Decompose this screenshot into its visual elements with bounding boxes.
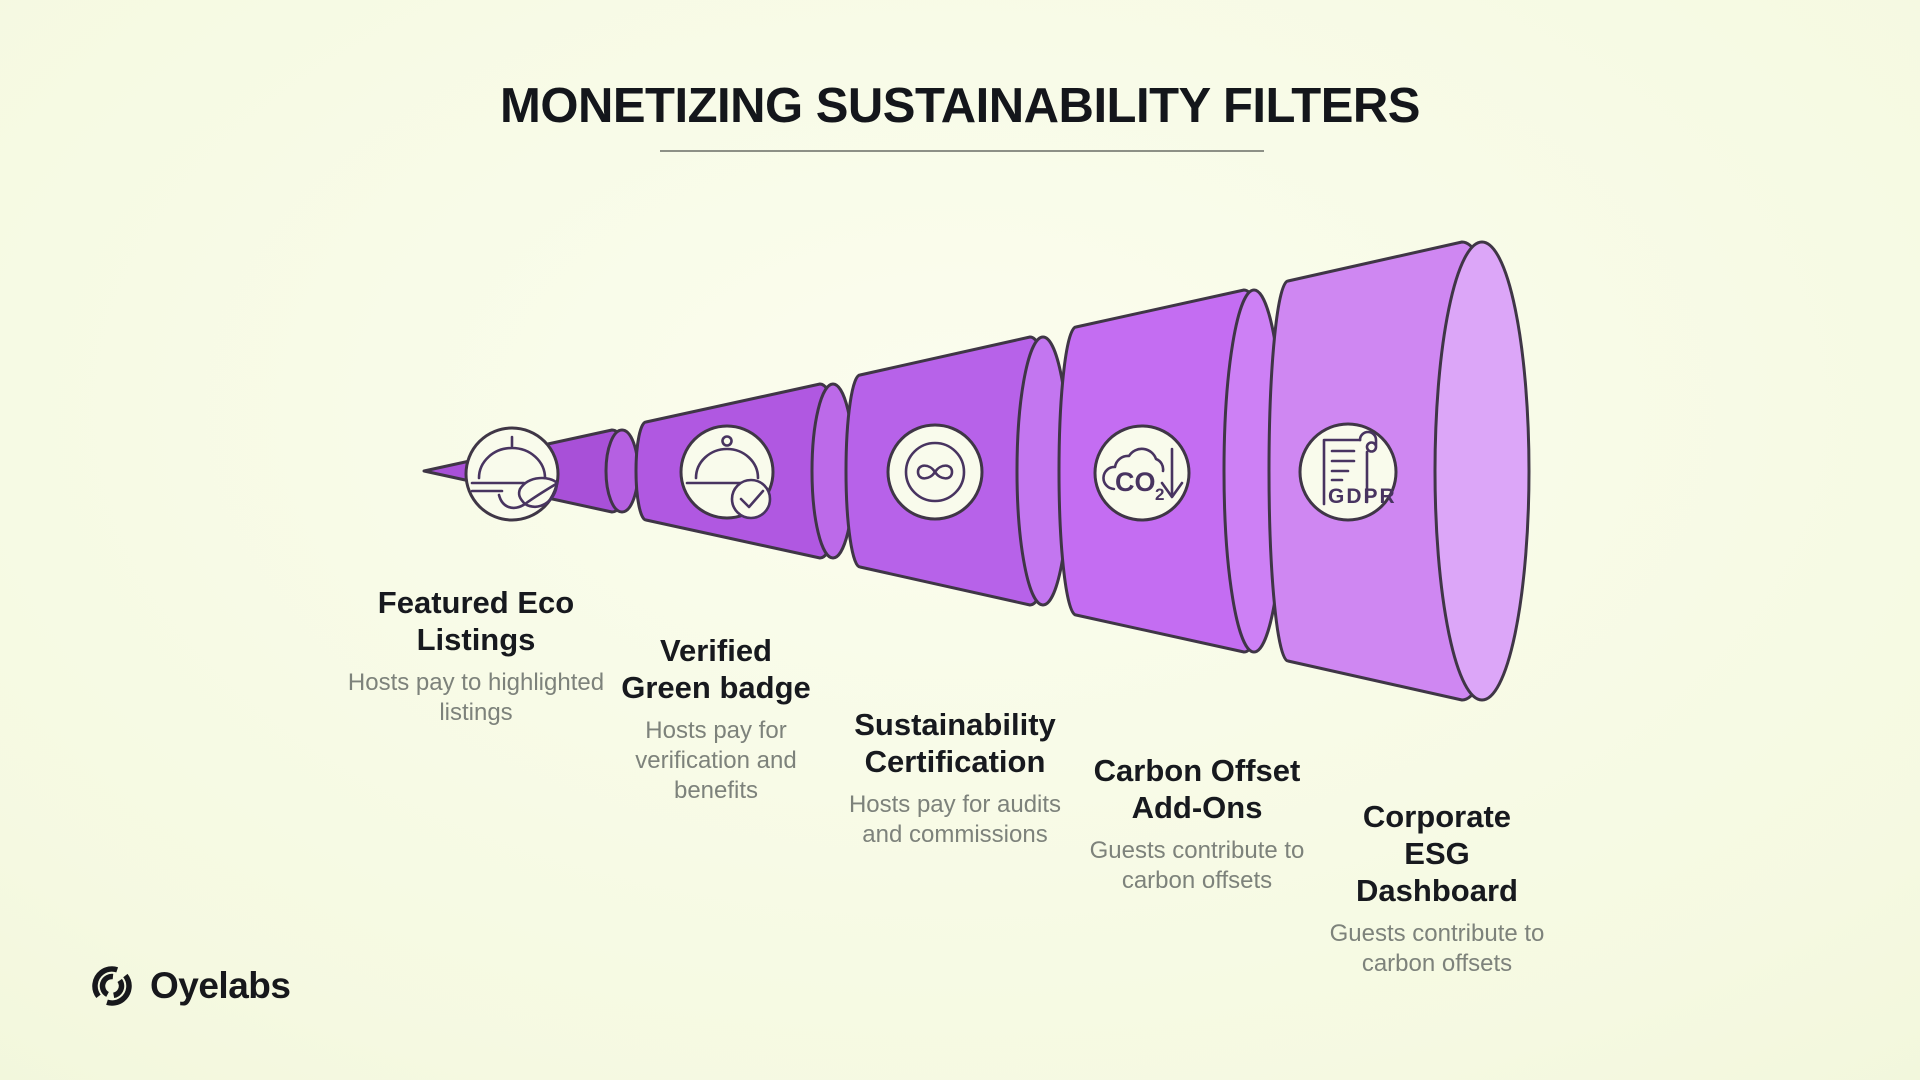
- infinity-loop-icon: [886, 423, 984, 521]
- stage-4-label: Carbon Offset Add-Ons Guests contribute …: [1067, 752, 1327, 896]
- gdpr-scroll-icon: GDPR: [1298, 422, 1398, 522]
- stage-3-heading: Sustainability Certification: [854, 707, 1056, 779]
- brand-name: Oyelabs: [150, 965, 291, 1006]
- eco-dish-leaf-icon: [464, 426, 560, 522]
- stage-5-description: Guests contribute to carbon offsets: [1329, 920, 1545, 977]
- gdpr-icon-text: GDPR: [1328, 485, 1397, 508]
- co2-icon-text: CO: [1115, 467, 1156, 497]
- stage-4-heading: Carbon Offset Add-Ons: [1093, 753, 1301, 825]
- stage-1-label: Featured Eco Listings Hosts pay to highl…: [341, 584, 611, 728]
- stage-1-heading: Featured Eco Listings: [377, 585, 575, 657]
- stage-2-label: Verified Green badge Hosts pay for verif…: [611, 632, 821, 806]
- page-title: MONETIZING SUSTAINABILITY FILTERS: [500, 79, 1420, 133]
- stage-3-label: Sustainability Certification Hosts pay f…: [830, 706, 1080, 850]
- stage-2-heading: Verified Green badge: [621, 633, 811, 705]
- co2-reduction-icon: CO 2: [1093, 424, 1191, 522]
- stage-3-description: Hosts pay for audits and commissions: [848, 791, 1062, 848]
- stage-4-description: Guests contribute to carbon offsets: [1089, 837, 1305, 894]
- stage-1-description: Hosts pay to highlighted listings: [347, 669, 605, 726]
- stage-5-heading: Corporate ESG Dashboard: [1356, 799, 1518, 908]
- verified-dish-check-icon: [679, 424, 775, 520]
- co2-icon-subscript: 2: [1155, 485, 1164, 504]
- brand-logo: Oyelabs: [84, 958, 291, 1014]
- oyelabs-logo-icon: [92, 966, 132, 1006]
- stage-5-label: Corporate ESG Dashboard Guests contribut…: [1307, 798, 1567, 979]
- stage-2-description: Hosts pay for verification and benefits: [635, 717, 797, 804]
- title-underline: [660, 150, 1264, 152]
